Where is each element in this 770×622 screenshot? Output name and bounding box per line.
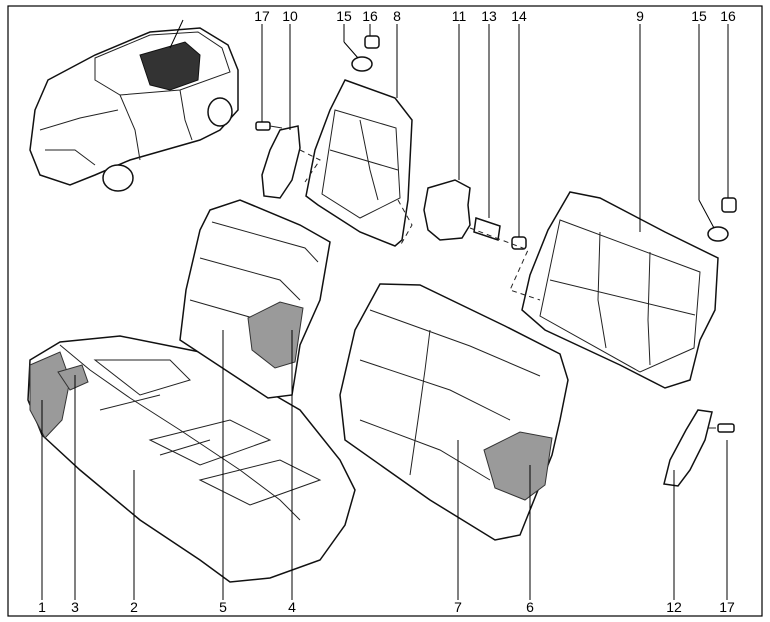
car-location-inset <box>29 19 239 192</box>
callout-8: 8 <box>393 8 401 24</box>
diagram-frame <box>7 5 763 617</box>
callout-17-upper: 17 <box>254 8 270 24</box>
callout-3: 3 <box>71 599 79 615</box>
callout-15-upper: 15 <box>336 8 352 24</box>
frame-9 <box>521 191 719 389</box>
callout-16-right: 16 <box>720 8 736 24</box>
callout-labels: 1 3 2 5 4 7 6 12 17 17 10 15 16 8 11 13 … <box>38 8 736 615</box>
callout-5: 5 <box>219 599 227 615</box>
fasteners <box>255 35 737 433</box>
hinge-12 <box>663 409 713 487</box>
frame-8 <box>305 79 413 247</box>
callout-9: 9 <box>636 8 644 24</box>
large-backrest <box>339 283 569 541</box>
callout-1: 1 <box>38 599 46 615</box>
callout-10: 10 <box>282 8 298 24</box>
callout-12: 12 <box>666 599 682 615</box>
callout-7: 7 <box>454 599 462 615</box>
callout-15-right: 15 <box>691 8 707 24</box>
bracket-11 <box>423 179 471 241</box>
callout-6: 6 <box>526 599 534 615</box>
callout-14: 14 <box>511 8 527 24</box>
callout-13: 13 <box>481 8 497 24</box>
callout-2: 2 <box>130 599 138 615</box>
leader-lines <box>41 24 729 600</box>
callout-16-upper: 16 <box>362 8 378 24</box>
callout-17-lower: 17 <box>719 599 735 615</box>
callout-4: 4 <box>288 599 296 615</box>
callout-11: 11 <box>452 8 467 24</box>
seat-cushion <box>27 335 356 583</box>
hinge-10 <box>261 125 301 199</box>
alignment-dashes <box>299 149 541 301</box>
